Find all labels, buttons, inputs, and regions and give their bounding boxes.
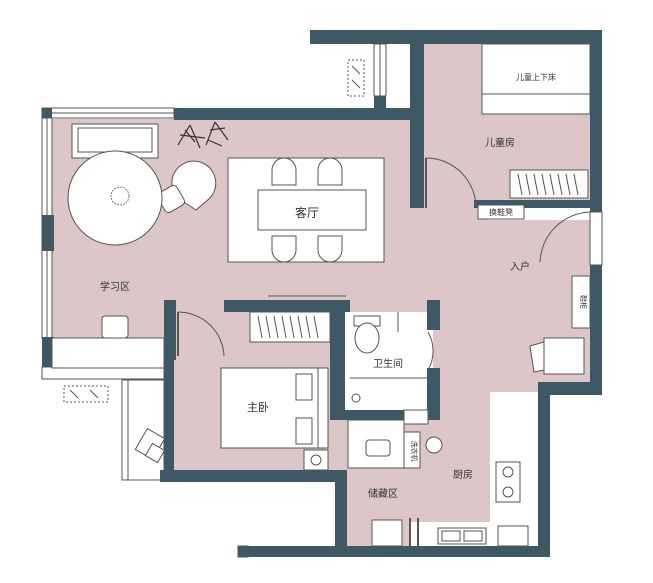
round-table-deco bbox=[110, 186, 130, 206]
shoe-bench-label: 换鞋凳 bbox=[489, 207, 513, 217]
sink-left bbox=[441, 530, 461, 542]
walls bbox=[42, 30, 602, 557]
shoe-bench bbox=[477, 204, 525, 220]
wall-kitchen-right bbox=[538, 382, 550, 552]
wall-kitchen-right-step bbox=[538, 382, 602, 395]
bath-cabinet bbox=[403, 409, 429, 425]
living-room: 客厅 bbox=[156, 121, 385, 263]
chair-3 bbox=[271, 235, 297, 263]
wall-master-top bbox=[224, 300, 350, 312]
wall-bottom-left bbox=[160, 470, 347, 482]
burner-2 bbox=[502, 486, 514, 498]
wall-kids-left bbox=[410, 44, 424, 208]
washer-label: 洗衣机 bbox=[410, 441, 419, 462]
nightstand-lamp bbox=[310, 454, 322, 466]
wall-living-top bbox=[174, 108, 410, 120]
coffee-table bbox=[257, 189, 367, 231]
sink-right bbox=[463, 530, 483, 542]
fridge bbox=[497, 525, 529, 547]
wall-left-top bbox=[42, 108, 52, 118]
kids-wardrobe bbox=[509, 169, 589, 199]
study-label: 学习区 bbox=[100, 280, 130, 293]
balcony-chair-icon bbox=[134, 427, 166, 464]
toilet-bowl bbox=[354, 322, 380, 354]
exterior bbox=[63, 59, 365, 481]
bath-door-arc bbox=[427, 331, 434, 371]
kids-room-label: 儿童房 bbox=[485, 136, 515, 149]
wall-right-upper bbox=[590, 30, 602, 212]
ac-marker-top bbox=[351, 65, 361, 89]
pillow-2 bbox=[295, 417, 313, 445]
master-bedroom-label: 主卧 bbox=[247, 401, 269, 414]
window-bottom bbox=[237, 545, 249, 558]
wall-left-column2 bbox=[42, 337, 54, 367]
plant-icon bbox=[177, 121, 229, 149]
shower-head bbox=[351, 393, 361, 403]
dining-chairs bbox=[271, 157, 343, 263]
wall-master-right bbox=[330, 300, 345, 412]
kitchen-sink bbox=[437, 527, 487, 545]
chair-1 bbox=[271, 157, 297, 186]
ac-unit-left bbox=[63, 385, 109, 403]
study-desk bbox=[51, 337, 165, 369]
master-bedroom: 主卧 bbox=[177, 295, 346, 471]
storage-label: 储藏区 bbox=[368, 487, 398, 500]
storage-appliance bbox=[371, 519, 403, 547]
sofa-seat bbox=[77, 127, 153, 153]
shoe-cabinet-label: 鞋柜 bbox=[579, 295, 588, 309]
wall-bath-right bbox=[427, 368, 440, 420]
kids-door-arc bbox=[425, 157, 477, 209]
entrance: 入户 鞋柜 bbox=[510, 211, 591, 375]
wall-bath-bottom bbox=[330, 410, 440, 420]
wall-top-right bbox=[310, 30, 601, 44]
chair-4 bbox=[317, 235, 343, 263]
kids-room: 儿童上下床 儿童房 换鞋凳 bbox=[425, 43, 591, 220]
bathroom-label: 卫生间 bbox=[373, 357, 403, 370]
kitchen: 洗衣机 厨房 储藏区 bbox=[347, 419, 529, 547]
wall-living-top-stub bbox=[374, 96, 386, 108]
sink-basin bbox=[365, 439, 391, 457]
kids-hangers bbox=[517, 173, 579, 196]
bunk-bed-label: 儿童上下床 bbox=[516, 72, 556, 82]
burner-1 bbox=[502, 466, 514, 478]
wall-left-column bbox=[42, 215, 54, 251]
entrance-chair bbox=[529, 341, 545, 373]
kitchen-label: 厨房 bbox=[453, 468, 473, 481]
study-area: 学习区 bbox=[51, 123, 165, 369]
chair-2 bbox=[317, 157, 343, 186]
bunk-bed bbox=[481, 43, 591, 115]
wall-study-divider bbox=[164, 300, 176, 360]
water-heater bbox=[425, 436, 443, 454]
wall-bath-right-top bbox=[427, 300, 440, 330]
ac-unit-top bbox=[347, 59, 365, 97]
wall-kids-bottom bbox=[474, 200, 590, 208]
window-right bbox=[589, 211, 603, 266]
shoe-cabinet bbox=[571, 275, 591, 329]
wall-storage-left bbox=[335, 470, 347, 552]
round-rug bbox=[67, 150, 163, 246]
bathroom: 卫生间 bbox=[350, 312, 434, 425]
wall-master-left bbox=[164, 356, 174, 476]
washer bbox=[403, 431, 421, 469]
living-room-label: 客厅 bbox=[295, 205, 319, 220]
study-chair bbox=[101, 315, 129, 339]
master-door-arc bbox=[177, 311, 225, 357]
entrance-label: 入户 bbox=[510, 260, 530, 273]
master-bed-headboard bbox=[317, 367, 329, 449]
master-hangers bbox=[257, 315, 319, 339]
stove bbox=[495, 461, 521, 503]
wall-bottom bbox=[238, 546, 550, 557]
entrance-cabinet bbox=[543, 337, 585, 375]
entrance-door-arc bbox=[539, 211, 591, 263]
ac-marker-left bbox=[69, 389, 99, 399]
nightstand bbox=[303, 449, 329, 471]
wall-right-lower bbox=[590, 265, 602, 395]
pillow-1 bbox=[295, 373, 313, 401]
